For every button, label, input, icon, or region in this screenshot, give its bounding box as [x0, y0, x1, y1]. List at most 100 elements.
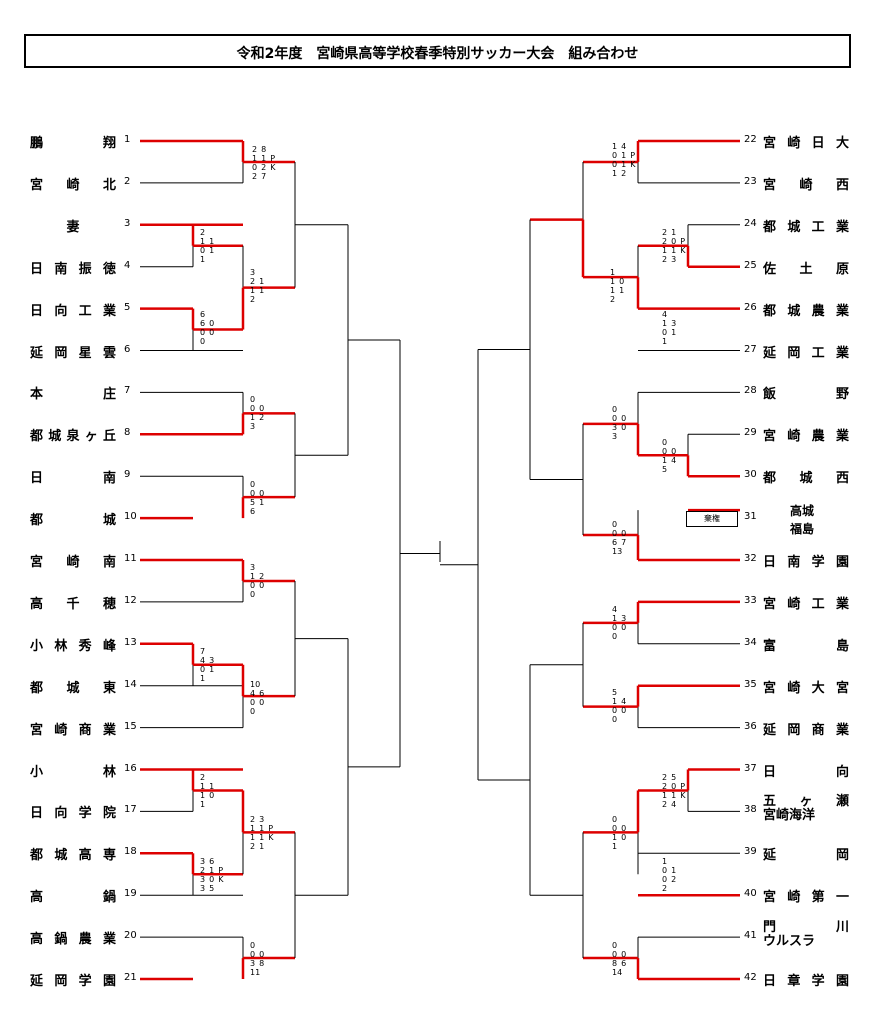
team-number: 36: [744, 720, 757, 732]
team-name: 日向工業: [30, 303, 116, 319]
team-name: 小林秀峰: [30, 638, 116, 654]
team-number: 23: [744, 175, 757, 187]
team-number: 35: [744, 678, 757, 690]
team-number: 13: [124, 636, 137, 648]
team-number: 10: [124, 511, 137, 523]
team-name: 五ヶ瀬宮崎海洋: [763, 794, 849, 824]
team-number: 24: [744, 217, 757, 229]
team-number: 5: [124, 301, 131, 313]
team-name: 宮崎第一: [763, 890, 849, 906]
team-number: 25: [744, 259, 757, 271]
team-name: 高千穂: [30, 596, 116, 612]
team-name: 都城工業: [763, 219, 849, 235]
team-number: 8: [124, 427, 131, 439]
team-name: 日向: [763, 764, 849, 780]
team-name: 高鍋: [30, 890, 116, 906]
team-number: 32: [744, 553, 757, 564]
team-name: 宮崎日大: [763, 136, 849, 151]
team-number: 11: [124, 553, 137, 564]
team-name: 都城: [30, 513, 116, 529]
team-number: 22: [744, 134, 757, 145]
team-number: 41: [744, 930, 757, 942]
team-name: 宮崎北: [30, 177, 116, 193]
team-number: 40: [744, 888, 757, 900]
team-name: 延岡商業: [763, 722, 849, 738]
team-name: 宮崎商業: [30, 722, 116, 738]
team-name: 都城西: [763, 471, 849, 487]
team-name: 宮崎大宮: [763, 680, 849, 696]
team-name: 都城高専: [30, 848, 116, 864]
team-number: 31: [744, 511, 757, 523]
team-number: 19: [124, 888, 137, 900]
team-number: 29: [744, 427, 757, 439]
team-number: 12: [124, 594, 137, 606]
team-number: 30: [744, 469, 757, 481]
team-name: 宮崎工業: [763, 596, 849, 612]
title-box: 令和2年度 宮崎県高等学校春季特別サッカー大会 組み合わせ: [24, 34, 851, 68]
team-name: 都城泉ヶ丘: [30, 429, 116, 445]
team-name: 延岡: [763, 848, 849, 864]
team-name: 日向学院: [30, 806, 116, 822]
team-name: 佐土原: [763, 261, 849, 277]
team-number: 16: [124, 762, 137, 774]
team-number: 28: [744, 385, 757, 397]
team-name: 日南: [30, 471, 116, 487]
team-name: 宮崎西: [763, 177, 849, 193]
team-number: 26: [744, 301, 757, 313]
team-number: 37: [744, 762, 757, 774]
team-number: 4: [124, 259, 131, 271]
team-name: 都城農業: [763, 303, 849, 319]
joint-team-line-1: 高城: [790, 504, 815, 518]
team-number: 15: [124, 720, 137, 732]
team-number: 20: [124, 930, 137, 942]
team-name: 日南振徳: [30, 261, 116, 277]
team-name: 飯野: [763, 387, 849, 403]
team-number: 39: [744, 846, 757, 858]
joint-team-line-2: 福島: [790, 522, 815, 536]
team-number: 2: [124, 175, 131, 187]
team-name: 高鍋農業: [30, 932, 116, 948]
team-number: 17: [124, 804, 137, 816]
team-name: 宮崎南: [30, 555, 116, 570]
team-number: 34: [744, 636, 757, 648]
team-number: 27: [744, 343, 757, 355]
team-name: 門川ウルスラ: [763, 920, 849, 950]
team-name: 小林: [30, 764, 116, 780]
forfeit-box: 棄権: [686, 511, 738, 527]
team-number: 3: [124, 217, 131, 229]
team-number: 18: [124, 846, 137, 858]
team-name: 延岡学園: [30, 974, 116, 989]
team-number: 1: [124, 134, 131, 145]
team-name: 富島: [763, 638, 849, 654]
team-number: 6: [124, 343, 131, 355]
team-number: 33: [744, 594, 757, 606]
team-name: 日南学園: [763, 555, 849, 570]
page-title: 令和2年度 宮崎県高等学校春季特別サッカー大会 組み合わせ: [236, 46, 639, 62]
team-name: 本庄: [30, 387, 116, 403]
team-name: 日章学園: [763, 974, 849, 989]
